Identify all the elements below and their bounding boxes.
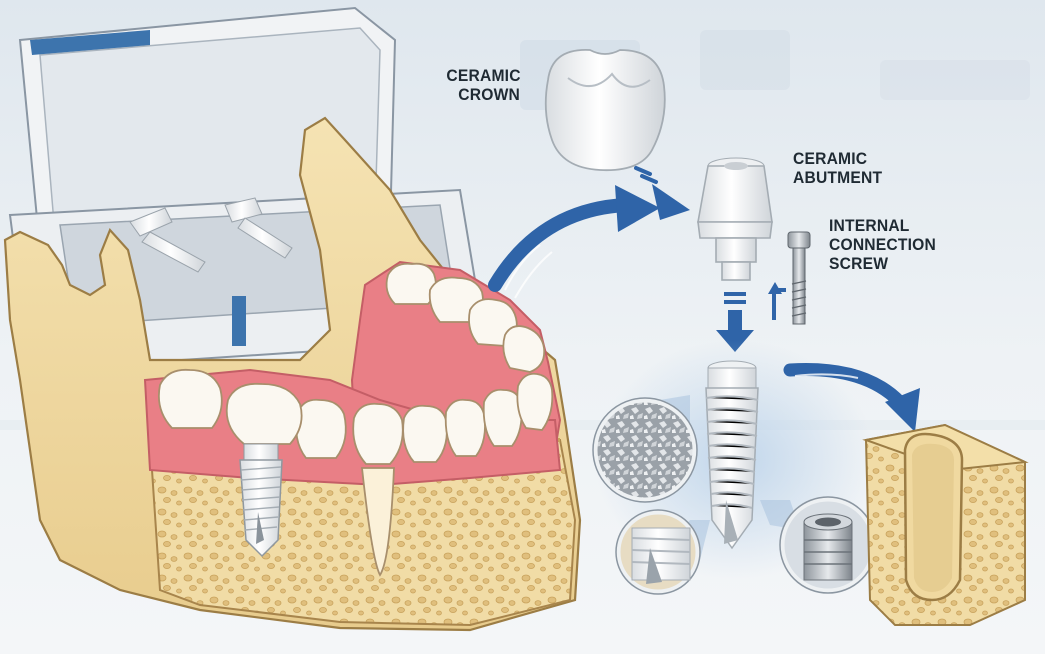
incisor-tooth: [516, 372, 554, 431]
bone-socket-section: [862, 423, 1029, 626]
label-line: INTERNAL: [829, 216, 910, 235]
surface-texture-detail: [592, 395, 698, 503]
placement-arrow: [783, 363, 920, 432]
kit-implant-2: [224, 197, 293, 259]
lower-teeth-row: [157, 368, 554, 465]
ceramic-crown: [544, 49, 690, 220]
connection-screw: [768, 231, 811, 325]
posterior-teeth: [385, 262, 546, 373]
internal-connection-detail: [760, 496, 877, 594]
incisor-tooth: [444, 398, 486, 457]
label-ceramic-abutment: CERAMIC ABUTMENT: [793, 149, 882, 187]
molar-tooth: [157, 368, 223, 429]
label-ceramic-crown: CERAMIC CROWN: [446, 66, 520, 104]
jaw-implant: [239, 443, 283, 558]
label-line: CERAMIC: [446, 66, 521, 85]
label-internal-connection-screw: INTERNAL CONNECTION SCREW: [829, 216, 936, 273]
kit-implant-1: [129, 207, 206, 273]
premolar-tooth: [295, 398, 347, 459]
incisor-tooth: [402, 404, 448, 463]
jaw-implant-crown: [225, 382, 303, 445]
zirconia-implant: [705, 360, 759, 550]
canine-tooth: [352, 402, 404, 465]
ceramic-abutment: [697, 157, 773, 281]
natural-tooth-root: [360, 467, 395, 577]
incisor-tooth: [482, 388, 523, 447]
label-line: SCREW: [829, 254, 889, 273]
label-line: CONNECTION: [829, 235, 936, 254]
thread-tip-detail: [615, 509, 710, 595]
label-line: CERAMIC: [793, 149, 868, 168]
label-line: CROWN: [458, 85, 520, 104]
label-line: ABUTMENT: [793, 168, 883, 187]
assembly-arrow: [488, 185, 660, 299]
